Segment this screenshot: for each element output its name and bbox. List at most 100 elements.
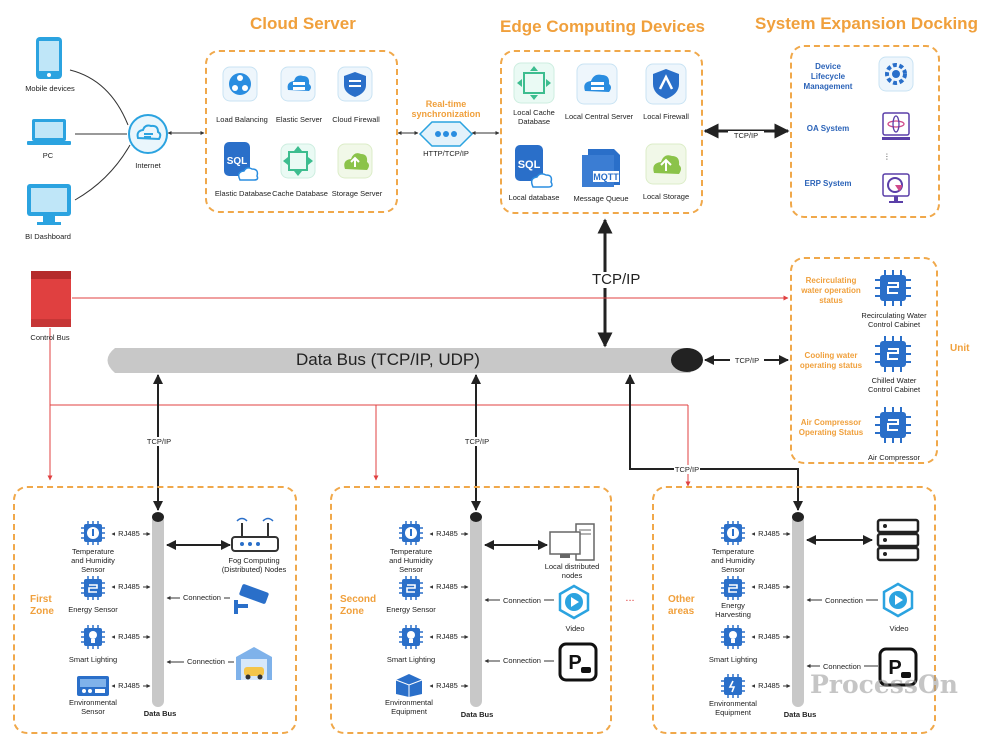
unit-status-line: Air Compressor (800, 418, 862, 427)
unit-status-line: Cooling water (804, 351, 858, 360)
video-play-icon (556, 584, 592, 625)
expansion-item-line: Management (803, 82, 853, 91)
sensor-label-line: Equipment (391, 707, 427, 716)
environmental-sensor-icon (76, 674, 110, 703)
chip-icon (873, 405, 913, 450)
fog-node-line: (Distributed) Nodes (221, 565, 287, 574)
unit-name-line: Control Cabinet (867, 320, 921, 329)
cloud-item-label: Load Balancing (216, 115, 268, 124)
unit-status: Air Compressor Operating Status (794, 418, 868, 438)
unit-name-line: Recirculating Water (861, 311, 927, 320)
zone-title-line: Second (340, 594, 377, 605)
connection-label: Connection (184, 657, 228, 666)
lighting-chip-icon (80, 624, 106, 655)
zone-title: First Zone (30, 594, 54, 618)
rj485-label: RJ485 (755, 632, 783, 641)
connection-label: Connection (822, 596, 866, 605)
sensor-label: Environmental Equipment (372, 698, 446, 716)
local-storage-icon (645, 143, 687, 190)
energy-chip-icon (398, 575, 424, 606)
sensor-label-line: Temperature (389, 547, 433, 556)
edge-item-label: Local Storage (642, 192, 690, 201)
zone-title-line: areas (668, 606, 695, 617)
cloud-server-title: Cloud Server (250, 14, 356, 33)
video-label: Video (565, 624, 585, 633)
edge-item-label: Local Firewall (643, 112, 689, 121)
edge-devices-box (500, 50, 703, 214)
cloud-item-label: Cache Database (272, 189, 328, 198)
rj485-label: RJ485 (755, 681, 783, 690)
zone-link-label: TCP/IP (674, 465, 700, 474)
unit-status-line: Operating Status (798, 428, 864, 437)
expansion-box (790, 45, 940, 218)
cctv-camera-icon (232, 582, 274, 621)
cloud-firewall-icon (337, 66, 373, 107)
unit-name-line: Control Cabinet (867, 385, 921, 394)
zone-title: Second Zone (340, 594, 376, 618)
equipment-chip-icon (720, 673, 746, 704)
client-label-pc: PC (42, 151, 54, 160)
rj485-label: RJ485 (115, 529, 143, 538)
expansion-item-erp: ERP System (804, 179, 852, 188)
video-play-icon (880, 582, 916, 623)
equipment-cube-icon (394, 672, 424, 703)
zone-data-bus-label: Data Bus (783, 710, 817, 719)
sensor-label: Energy Sensor (68, 605, 118, 614)
sensor-label-line: Environmental (385, 698, 433, 707)
sensor-label: Smart Lighting (68, 655, 118, 664)
sensor-label: Environmental Equipment (696, 699, 770, 717)
sensor-label-line: Energy (721, 601, 745, 610)
thermometer-chip-icon (720, 520, 746, 551)
svg-text:SQL: SQL (518, 159, 541, 171)
rj485-label: RJ485 (433, 681, 461, 690)
energy-chip-icon (720, 575, 746, 606)
unit-status: Cooling water operating status (794, 351, 868, 371)
client-label-mobile: Mobile devices (25, 84, 75, 93)
data-bus-label: Data Bus (TCP/IP, UDP) (296, 350, 480, 369)
sensor-label-line: Equipment (715, 708, 751, 717)
rj485-label: RJ485 (755, 529, 783, 538)
expansion-item-oa: OA System (806, 124, 850, 133)
svg-text:SQL: SQL (227, 156, 248, 167)
local-database-icon: SQL (513, 143, 555, 194)
svg-text:P: P (888, 657, 901, 679)
cloud-item-label: Elastic Database (214, 189, 272, 198)
sensor-label: Smart Lighting (708, 655, 758, 664)
sensor-label-line: and Humidity (389, 556, 433, 565)
sensor-label-line: Sensor (721, 565, 745, 574)
unit-box (790, 257, 938, 464)
gear-icon (878, 56, 914, 97)
sensor-label: Energy Harvesting (698, 601, 768, 619)
server-rack-icon (876, 518, 920, 567)
expansion-dot: ⋮ (883, 152, 891, 161)
cache-database-icon (280, 143, 316, 184)
rj485-label: RJ485 (115, 681, 143, 690)
internet-cloud-icon (127, 113, 169, 160)
sensor-label-line: and Humidity (711, 556, 755, 565)
erp-chart-icon (880, 172, 914, 211)
edge-devices-title: Edge Computing Devices (500, 17, 705, 36)
fog-router-icon (230, 515, 280, 560)
connection-label: Connection (500, 596, 544, 605)
zone-data-bus-label: Data Bus (460, 710, 494, 719)
unit-link-label: TCP/IP (730, 356, 764, 365)
garage-car-icon (235, 645, 273, 686)
sensor-label: Energy Sensor (386, 605, 436, 614)
sync-title: Real-time synchronization (405, 99, 487, 119)
watermark: ProcessOn (810, 670, 958, 699)
edge-item-label: Local Central Server (564, 112, 634, 121)
control-bus-device-icon (29, 269, 73, 334)
connection-label: Connection (820, 662, 864, 671)
edge-item-line: Database (517, 117, 551, 126)
local-node-line: Local distributed (544, 562, 600, 571)
unit-status-line: Recirculating (805, 276, 857, 285)
lighting-chip-icon (720, 624, 746, 655)
sensor-label: Temperature and Humidity Sensor (58, 547, 128, 574)
local-central-server-icon (576, 63, 618, 110)
chip-icon (873, 268, 913, 313)
cloud-server-box (205, 50, 398, 213)
rj485-label: RJ485 (433, 632, 461, 641)
zone-title-line: First (30, 594, 52, 605)
cloud-item-label: Storage Server (331, 189, 383, 198)
fog-node-label: Fog Computing (Distributed) Nodes (214, 556, 294, 574)
